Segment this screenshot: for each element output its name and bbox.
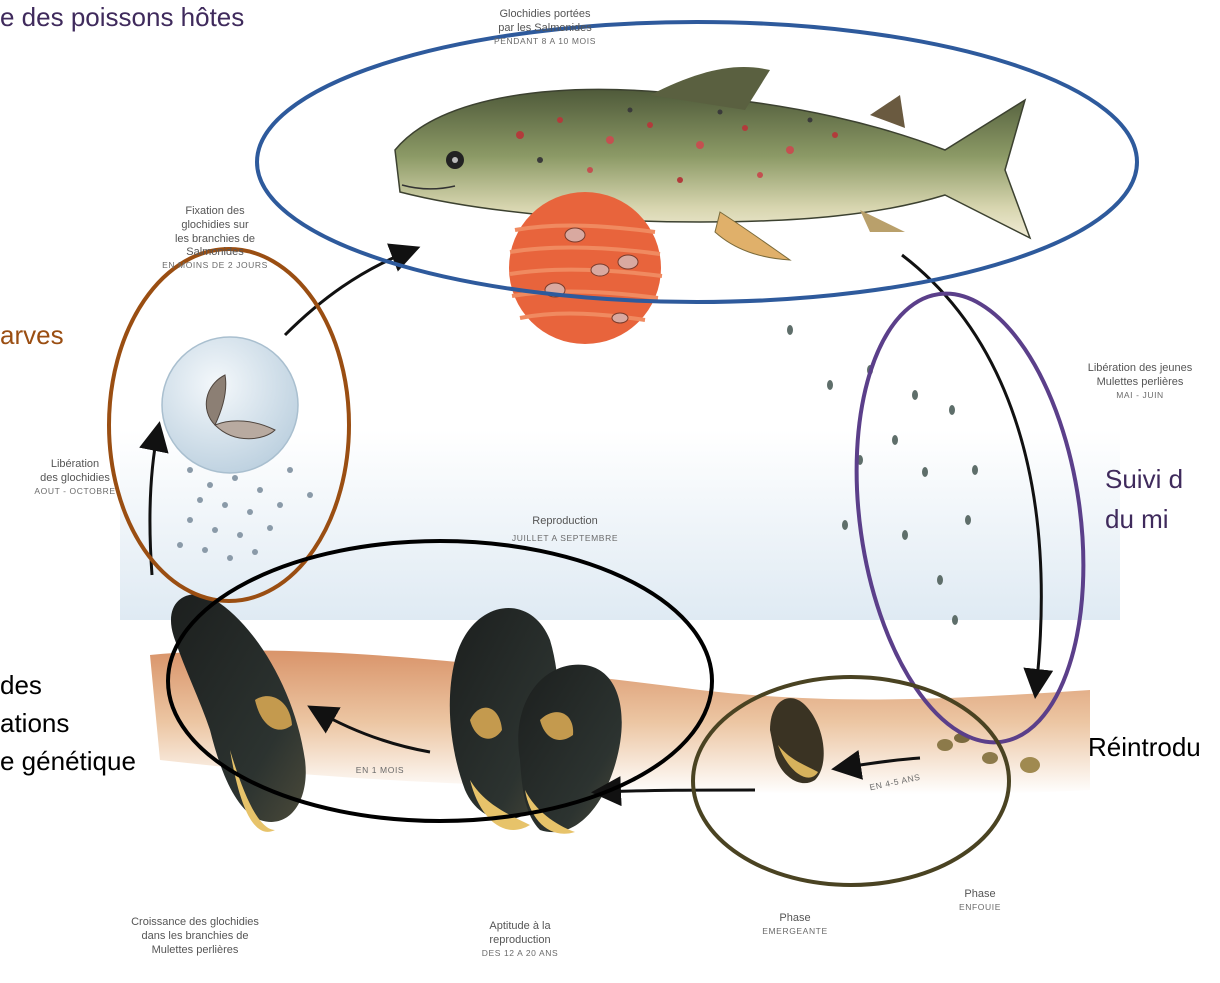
fixation-title-3: les branchies de <box>140 233 290 247</box>
overlay-top-left: e des poissons hôtes <box>0 0 244 35</box>
gill-magnification <box>509 192 662 344</box>
label-buried: Phase ENFOUIE <box>930 888 1030 912</box>
overlay-right-mid-2: du mi <box>1105 502 1169 537</box>
buried-title-2: ENFOUIE <box>930 902 1030 913</box>
overlay-left-low-1: des <box>0 668 42 703</box>
overlay-left-mid: arves <box>0 318 64 353</box>
overlay-left-low-2: ations <box>0 706 69 741</box>
emergent-title-1: Phase <box>735 912 855 926</box>
label-aptitude: Aptitude à la reproduction DES 12 A 20 A… <box>450 920 590 958</box>
release-glochidia-timing: AOUT - OCTOBRE <box>20 486 130 497</box>
fixation-title-4: Salmonides <box>140 246 290 260</box>
fixation-title-1: Fixation des <box>140 205 290 219</box>
release-juveniles-title-2: Mulettes perlières <box>1060 376 1220 390</box>
emergent-title-2: EMERGEANTE <box>735 926 855 937</box>
fixation-timing: EN MOINS DE 2 JOURS <box>140 260 290 271</box>
glochidia-bubble <box>162 337 298 473</box>
trout-illustration <box>395 67 1030 260</box>
aptitude-title-2: reproduction <box>450 934 590 948</box>
release-juveniles-timing: MAI - JUIN <box>1060 390 1220 401</box>
growth-title-3: Mulettes perlières <box>100 944 290 958</box>
arrow-to-adult <box>600 790 755 792</box>
label-release-juveniles: Libération des jeunes Mulettes perlières… <box>1060 362 1220 400</box>
carried-title-2: par les Salmonides <box>430 22 660 36</box>
label-emergent: Phase EMERGEANTE <box>735 912 855 936</box>
label-in-1-month: EN 1 MOIS <box>340 765 420 776</box>
overlay-left-low-3: e génétique <box>0 744 136 779</box>
aptitude-title-1: Aptitude à la <box>450 920 590 934</box>
release-glochidia-title-2: des glochidies <box>20 472 130 486</box>
aptitude-timing: DES 12 A 20 ANS <box>450 948 590 959</box>
growth-title-2: dans les branchies de <box>100 930 290 944</box>
overlay-right-mid-1: Suivi d <box>1105 462 1183 497</box>
reproduction-title: Reproduction <box>480 515 650 529</box>
fixation-title-2: glochidies sur <box>140 219 290 233</box>
growth-title-1: Croissance des glochidies <box>100 916 290 930</box>
release-glochidia-title-1: Libération <box>20 458 130 472</box>
release-juveniles-title-1: Libération des jeunes <box>1060 362 1220 376</box>
label-carried: Glochidies portées par les Salmonides PE… <box>430 8 660 46</box>
label-growth: Croissance des glochidies dans les branc… <box>100 916 290 957</box>
label-release-glochidia: Libération des glochidies AOUT - OCTOBRE <box>20 458 130 496</box>
carried-title-1: Glochidies portées <box>430 8 660 22</box>
label-fixation: Fixation des glochidies sur les branchie… <box>140 205 290 271</box>
label-reproduction: Reproduction JUILLET A SEPTEMBRE <box>480 515 650 543</box>
overlay-right-low: Réintrodu <box>1088 730 1201 765</box>
carried-timing: PENDANT 8 A 10 MOIS <box>430 36 660 47</box>
reproduction-timing: JUILLET A SEPTEMBRE <box>480 533 650 544</box>
buried-title-1: Phase <box>930 888 1030 902</box>
